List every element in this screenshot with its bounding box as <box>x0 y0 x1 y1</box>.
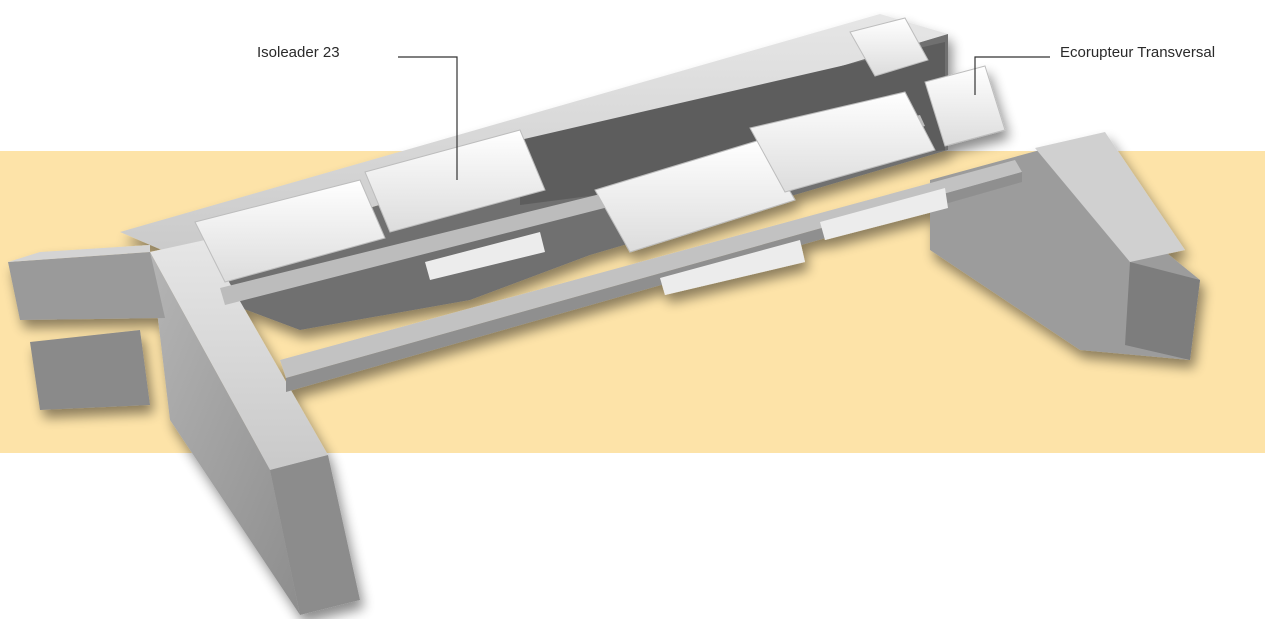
underside-strip-3 <box>820 188 948 240</box>
right-wall-top <box>1035 132 1185 262</box>
joist-2 <box>280 160 1022 378</box>
left-beam-top <box>150 240 328 470</box>
back-wall-lighter <box>520 42 945 205</box>
underside-strip-1 <box>425 232 545 280</box>
left-beam-side <box>150 252 300 615</box>
ecorupteur-block-back <box>849 17 929 77</box>
left-block-upper <box>8 252 165 320</box>
left-block-lower <box>30 330 150 410</box>
isoleader-blocks <box>194 91 936 283</box>
right-wall-end <box>1125 262 1200 360</box>
underside-strip-2 <box>660 240 805 295</box>
left-beam-front <box>270 455 360 615</box>
ecorupteur-leader-line <box>974 56 1050 95</box>
ecorupteur-block-front <box>924 65 1006 147</box>
structure <box>8 14 1200 615</box>
ecorupteur-label: Ecorupteur Transversal <box>1060 44 1216 61</box>
isoleader-label: Isoleader 23 <box>257 44 340 61</box>
left-block-top <box>8 245 150 262</box>
isoleader-leader-line <box>398 56 458 180</box>
